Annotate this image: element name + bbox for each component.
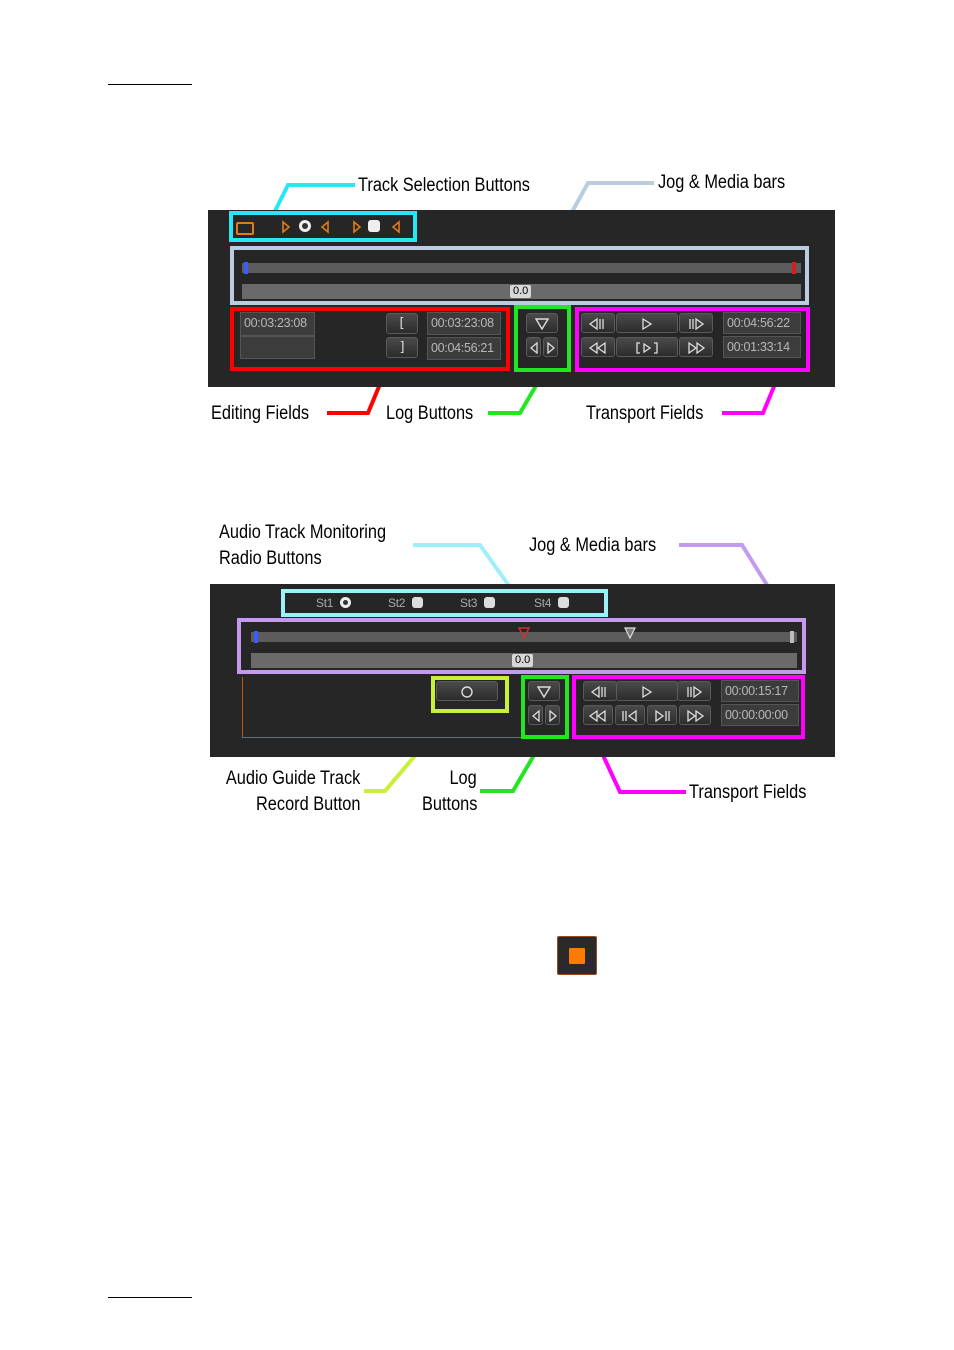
frame-back-button[interactable] <box>581 313 615 333</box>
jog-start-marker <box>244 262 248 274</box>
go-to-out-button[interactable] <box>647 705 677 725</box>
out-timecode-field[interactable]: 00:04:56:21 <box>427 337 501 360</box>
frame-back-icon <box>588 317 604 331</box>
callout-audio-monitoring-line2: Radio Buttons <box>219 548 322 569</box>
play-icon <box>642 317 653 331</box>
jog-position-icon <box>624 627 636 640</box>
go-to-in-icon <box>622 709 637 723</box>
highlight-audio-monitoring <box>281 589 608 617</box>
rewind-icon <box>588 709 606 723</box>
stop-record-icon <box>557 936 597 975</box>
transport-timecode-top[interactable]: 00:04:56:22 <box>723 312 801 334</box>
radio-st3[interactable] <box>484 597 495 608</box>
fast-forward-button-2[interactable] <box>679 705 711 725</box>
record-circle-icon <box>461 686 473 698</box>
callout-log-line2: Buttons <box>421 794 477 815</box>
radio-label-st2: St2 <box>388 596 406 610</box>
callout-jog-media-bars: Jog & Media bars <box>658 172 786 193</box>
jog-start-marker-2 <box>254 631 258 643</box>
footer-rule <box>108 1297 192 1298</box>
log-next-button-2[interactable] <box>545 705 560 725</box>
callout-track-selection: Track Selection Buttons <box>358 175 530 196</box>
chevron-left-icon <box>531 709 540 723</box>
callout-jog-media-bars-2: Jog & Media bars <box>529 535 657 556</box>
chevron-left-icon <box>529 341 538 355</box>
highlight-log-buttons-2 <box>521 675 569 739</box>
frame-back-icon <box>590 685 606 699</box>
frame-forward-button-2[interactable] <box>677 681 711 701</box>
log-triangle-icon <box>536 686 552 699</box>
rewind-button-2[interactable] <box>583 705 613 725</box>
chevron-right-icon <box>548 709 557 723</box>
log-triangle-icon <box>534 318 550 331</box>
frame-forward-button[interactable] <box>679 313 713 333</box>
jog-bar[interactable] <box>242 263 801 273</box>
callout-editing-fields: Editing Fields <box>211 403 310 424</box>
current-timecode-field[interactable]: 00:03:23:08 <box>240 312 315 336</box>
mark-out-button[interactable]: ] <box>386 337 418 358</box>
log-button[interactable] <box>526 313 558 333</box>
go-to-out-icon <box>655 709 670 723</box>
radio-label-st3: St3 <box>460 596 478 610</box>
highlight-jog-media-2 <box>237 618 806 674</box>
header-rule <box>108 84 192 85</box>
transport-timecode-top-2[interactable]: 00:00:15:17 <box>721 680 799 702</box>
frame-forward-icon <box>687 685 703 699</box>
play-in-out-icon <box>636 342 658 354</box>
radio-label-st4: St4 <box>534 596 552 610</box>
play-icon <box>642 685 653 699</box>
audio-edit-area <box>242 677 527 738</box>
highlight-editing-fields <box>230 307 510 371</box>
radio-st2[interactable] <box>412 597 423 608</box>
callout-transport-fields: Transport Fields <box>586 403 704 424</box>
video-track-icon[interactable] <box>236 222 254 235</box>
callout-log-line1: Log <box>449 768 477 789</box>
callout-audio-guide-line2: Record Button <box>255 794 360 815</box>
fast-forward-icon <box>687 709 705 723</box>
log-button-2[interactable] <box>528 681 560 701</box>
media-bar-value: 0.0 <box>510 285 532 298</box>
radio-label-st1: St1 <box>316 596 334 610</box>
mark-in-button[interactable]: [ <box>386 313 418 334</box>
in-timecode-field[interactable]: 00:03:23:08 <box>427 312 501 335</box>
transport-timecode-bottom[interactable]: 00:01:33:14 <box>723 336 801 358</box>
highlight-transport-2 <box>572 675 805 739</box>
chevron-right-icon <box>546 341 555 355</box>
transport-timecode-bottom-2[interactable]: 00:00:00:00 <box>721 704 799 726</box>
play-button[interactable] <box>616 313 678 333</box>
frame-forward-icon <box>689 317 705 331</box>
fast-forward-icon <box>688 341 706 355</box>
callout-audio-monitoring-line1: Audio Track Monitoring <box>219 522 387 543</box>
callout-audio-guide-line1: Audio Guide Track <box>225 768 360 789</box>
highlight-track-selection <box>229 211 417 242</box>
clip-name-field[interactable] <box>240 336 315 359</box>
highlight-audio-guide-record <box>431 676 509 713</box>
highlight-transport <box>575 307 810 372</box>
highlight-log-buttons <box>514 305 571 372</box>
log-next-button[interactable] <box>543 337 558 357</box>
track-selection-icons <box>282 220 400 234</box>
log-prev-button-2[interactable] <box>528 705 543 725</box>
radio-st4[interactable] <box>558 597 569 608</box>
callout-log-buttons: Log Buttons <box>386 403 474 424</box>
media-bar-value-2: 0.0 <box>512 654 534 667</box>
log-prev-button[interactable] <box>526 337 541 357</box>
go-to-in-button[interactable] <box>615 705 645 725</box>
highlight-jog-media <box>230 246 809 305</box>
radio-st1-selected[interactable] <box>340 597 351 608</box>
rewind-icon <box>588 341 606 355</box>
player-panel-1: 0.0 00:03:23:08 [ ] 00:03:23:08 00:04:56… <box>208 210 835 387</box>
jog-end-marker <box>792 262 796 274</box>
jog-end-marker-2 <box>790 631 794 643</box>
jog-mark-in-icon <box>517 627 531 640</box>
callout-transport-fields-2: Transport Fields <box>689 782 807 803</box>
rewind-button[interactable] <box>581 337 615 357</box>
play-in-out-button[interactable] <box>616 337 678 357</box>
audio-guide-record-button[interactable] <box>436 681 498 701</box>
fast-forward-button[interactable] <box>679 337 713 357</box>
